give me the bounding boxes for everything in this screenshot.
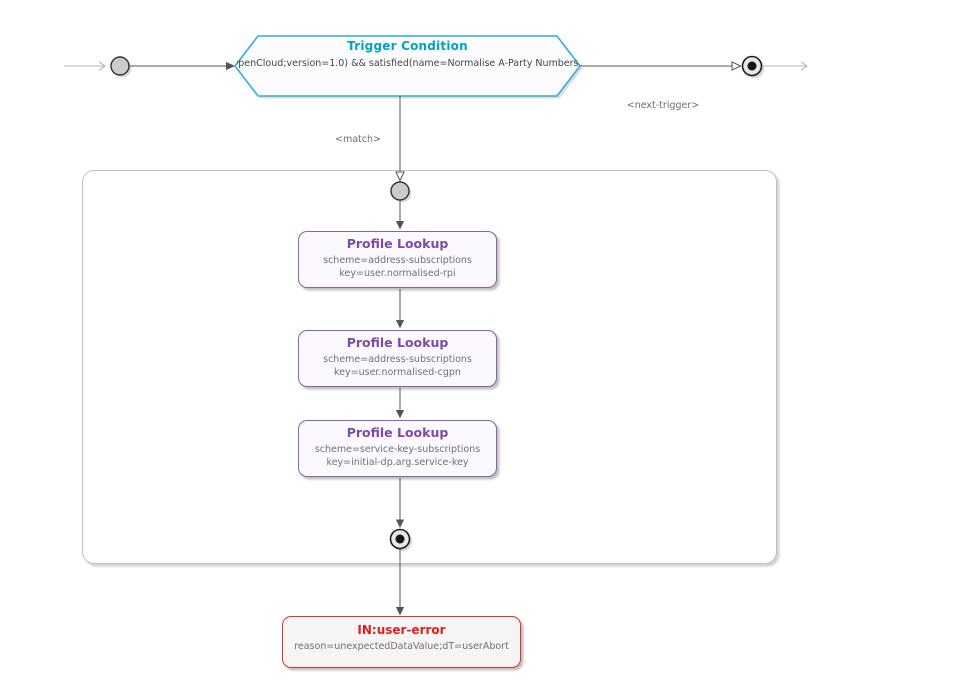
node-param-key: key=initial-dp.arg.service-key (326, 456, 469, 468)
trigger-condition-value: =OpenCloud;version=1.0) && satisfied(nam… (237, 58, 579, 69)
node-param-scheme: scheme=service-key-subscriptions (314, 444, 481, 455)
node-param-scheme: scheme=address-subscriptions (323, 255, 472, 266)
final-state-icon-top (741, 55, 765, 79)
initial-state-icon (110, 56, 132, 78)
node-param-scheme: scheme=address-subscriptions (323, 354, 472, 365)
node-title: Profile Lookup (346, 236, 449, 251)
arrow-initial-to-trigger (130, 61, 235, 71)
edge-label-next-trigger: <next-trigger> (626, 100, 700, 111)
arrow-trigger-to-final (580, 61, 742, 71)
node-title: Profile Lookup (346, 425, 449, 440)
node-param-key: key=user.normalised-rpi (339, 267, 456, 279)
profile-lookup-node-1: Profile Lookup scheme=address-subscripti… (298, 231, 497, 288)
edge-label-match: <match> (335, 134, 381, 145)
error-detail: reason=unexpectedDataValue;dT=userAbort (294, 641, 509, 652)
node-title: Profile Lookup (346, 335, 449, 350)
profile-lookup-node-3: Profile Lookup scheme=service-key-subscr… (298, 420, 497, 477)
user-error-node: IN:user-error reason=unexpectedDataValue… (282, 616, 521, 668)
profile-lookup-node-2: Profile Lookup scheme=address-subscripti… (298, 330, 497, 387)
error-title: IN:user-error (357, 623, 446, 637)
trigger-condition-text: =OpenCloud;version=1.0) && satisfied(nam… (237, 58, 579, 72)
node-param-key: key=user.normalised-cgpn (334, 366, 461, 378)
trigger-title: Trigger Condition (347, 39, 468, 53)
entry-arrow (64, 61, 106, 71)
exit-arrow (763, 61, 808, 71)
